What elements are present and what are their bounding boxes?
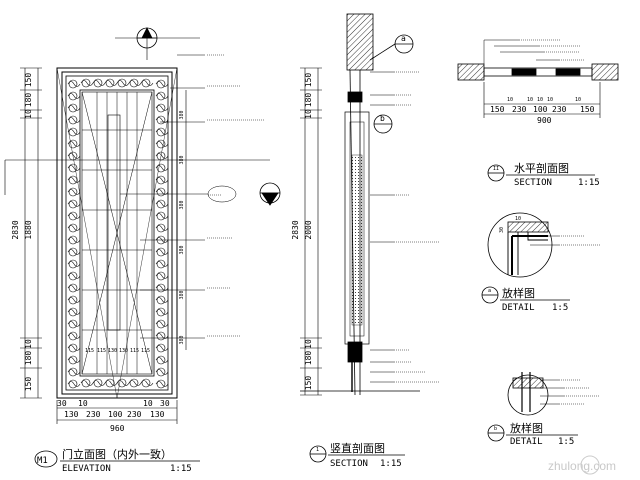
watermark: zhulong.com (548, 455, 616, 475)
vertical-section-mark: 1 (316, 447, 319, 453)
detail-b-mark: b (494, 426, 497, 432)
vertical-section-scale: 1:15 (380, 459, 402, 469)
svg-text:10: 10 (575, 97, 581, 103)
horizontal-section-title: II 水平剖面图 SECTION 1:15 (487, 161, 600, 188)
svg-text:380: 380 (179, 110, 185, 119)
detail-b-title-cn: 放样图 (510, 421, 543, 435)
detail-a-title: a 放样图 DETAIL 1:5 (481, 286, 570, 313)
watermark-text: zhulong.com (548, 459, 616, 473)
elevation-total-width: 960 (110, 424, 125, 433)
svg-text:10: 10 (78, 399, 88, 408)
svg-text:115: 115 (130, 348, 139, 354)
svg-text:150: 150 (490, 105, 505, 114)
svg-text:10: 10 (527, 97, 533, 103)
dim-el-10-top: 10 (24, 109, 33, 119)
svg-text:130: 130 (108, 348, 117, 354)
vertical-section-leaders (370, 71, 440, 383)
elevation-panel-dims: 115 115 130 130 115 115 (85, 348, 150, 354)
svg-text:10: 10 (143, 399, 153, 408)
svg-text:150: 150 (304, 376, 313, 391)
elevation-dim-chain-left (20, 67, 42, 399)
vertical-section (300, 13, 420, 396)
dim-el-180-top: 180 (24, 93, 33, 108)
detail-bubble-b (373, 114, 393, 134)
detail-a-title-en: DETAIL (502, 303, 535, 313)
svg-text:380: 380 (179, 245, 185, 254)
svg-text:150: 150 (580, 105, 595, 114)
section-symbol-top (136, 27, 158, 49)
svg-text:30: 30 (57, 399, 67, 408)
elevation-title-block: M1 门立面图（内外一致） ELEVATION 1:15 (34, 447, 200, 474)
svg-text:380: 380 (179, 290, 185, 299)
detail-a-mark: a (488, 288, 491, 294)
svg-text:10: 10 (304, 109, 313, 119)
detail-a (487, 212, 600, 278)
dim-el-180-bottom: 180 (24, 351, 33, 366)
horizontal-section-title-cn: 水平剖面图 (514, 161, 569, 175)
detail-b-title: b 放样图 DETAIL 1:5 (487, 421, 578, 447)
svg-text:150: 150 (304, 73, 313, 88)
detail-b-title-en: DETAIL (510, 437, 543, 447)
dim-el-total-height: 2830 (11, 220, 20, 239)
detail-b (507, 372, 600, 416)
svg-text:130: 130 (119, 348, 128, 354)
svg-text:100: 100 (108, 410, 123, 419)
svg-text:380: 380 (179, 155, 185, 164)
svg-text:2830: 2830 (291, 220, 300, 239)
detail-a-title-cn: 放样图 (502, 286, 535, 300)
svg-text:230: 230 (512, 105, 527, 114)
svg-text:115: 115 (141, 348, 150, 354)
svg-text:10: 10 (547, 97, 553, 103)
elevation-leaders (120, 54, 237, 339)
svg-text:130: 130 (150, 410, 165, 419)
section-symbol-right (259, 182, 281, 206)
svg-text:30: 30 (160, 399, 170, 408)
detail-a-scale: 1:5 (552, 303, 568, 313)
svg-text:10: 10 (537, 97, 543, 103)
svg-text:180: 180 (304, 93, 313, 108)
svg-text:230: 230 (86, 410, 101, 419)
elevation-title-cn: 门立面图（内外一致） (62, 447, 172, 461)
vertical-section-title-cn: 竖直剖面图 (330, 441, 385, 455)
vertical-section-title-en: SECTION (330, 459, 368, 469)
horizontal-section-dims (483, 82, 601, 118)
svg-text:30: 30 (499, 227, 505, 233)
bubble-b-label: b (380, 114, 385, 123)
svg-text:10: 10 (304, 339, 313, 349)
svg-text:230: 230 (127, 410, 142, 419)
svg-text:100: 100 (533, 105, 548, 114)
svg-text:230: 230 (552, 105, 567, 114)
bubble-a-label: a (401, 34, 406, 43)
horizontal-section-title-en: SECTION (514, 178, 552, 188)
svg-text:380: 380 (179, 335, 185, 344)
elevation-notes (207, 54, 265, 337)
vertical-section-title: 1 竖直剖面图 SECTION 1:15 (309, 441, 405, 469)
svg-text:10: 10 (515, 216, 521, 222)
horizontal-section-mark: II (493, 166, 499, 172)
dim-el-10-bottom: 10 (24, 339, 33, 349)
dim-el-inner-height: 1880 (24, 220, 33, 239)
dim-el-150-top: 150 (24, 73, 33, 88)
vertical-section-dims (300, 67, 322, 396)
horizontal-section (457, 39, 619, 81)
detail-bubble-a (369, 34, 414, 61)
svg-text:130: 130 (64, 410, 79, 419)
svg-text:10: 10 (507, 97, 513, 103)
svg-text:380: 380 (179, 200, 185, 209)
elevation-dim-chain-bottom (56, 400, 178, 424)
horizontal-section-total: 900 (537, 116, 552, 125)
door-elevation (4, 30, 270, 399)
elevation-title-en: ELEVATION (62, 464, 111, 474)
svg-text:180: 180 (304, 351, 313, 366)
svg-text:115: 115 (85, 348, 94, 354)
elevation-mark: M1 (37, 456, 48, 466)
elevation-scale: 1:15 (170, 464, 192, 474)
dim-el-150-bottom: 150 (24, 377, 33, 392)
svg-text:115: 115 (97, 348, 106, 354)
svg-text:2000: 2000 (304, 220, 313, 239)
detail-b-scale: 1:5 (558, 437, 574, 447)
horizontal-section-scale: 1:15 (578, 178, 600, 188)
